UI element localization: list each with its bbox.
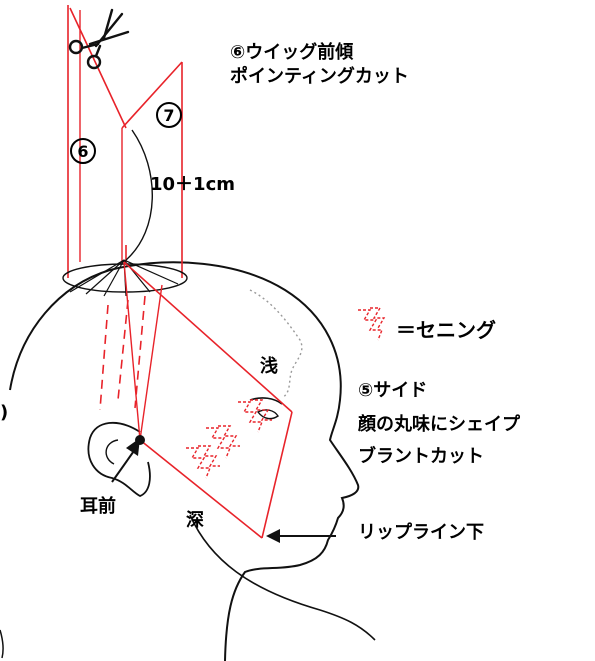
ear-arrow-shaft (111, 447, 137, 483)
length-label: 10＋1cm (150, 174, 235, 195)
ear-shape (87, 421, 151, 497)
legend-text: ＝セニング (396, 318, 496, 342)
side-right-guide (261, 411, 293, 539)
ear-label: 耳前 (80, 496, 116, 517)
dashed-guide-left (99, 304, 109, 411)
panel-number-7: 7 (156, 102, 182, 128)
ear-inner (105, 439, 119, 465)
dashed-guide-mid (117, 299, 129, 401)
left-edge-glyph: ) (0, 402, 9, 423)
legend-thinning-icon (358, 307, 386, 341)
side-bottom-guide (139, 439, 263, 539)
depth-deep-label: 深 (186, 510, 204, 531)
panel6-top-cut (69, 7, 127, 129)
crown-fan-lines (69, 259, 179, 297)
thinning-marks (186, 399, 272, 479)
panel7-top-cut (121, 61, 183, 129)
title-line-1: ⑥ウイッグ前傾 (230, 42, 354, 63)
scissors-icon (68, 8, 130, 70)
title-line-2: ポインティングカット (230, 66, 409, 87)
length-arc (125, 129, 153, 261)
ear-arrow-head (126, 438, 140, 456)
head-outline (9, 261, 360, 661)
dashed-guide-right (134, 295, 146, 409)
lip-arrow-head (266, 529, 280, 543)
lip-line-label: リップライン下 (358, 522, 484, 543)
side-line-2: 顔の丸味にシェイプ (358, 414, 520, 435)
hairline-guide (249, 289, 303, 399)
side-line-3: ブラントカット (358, 446, 484, 467)
eyebrow (249, 397, 283, 405)
side-top-guide (123, 261, 293, 413)
panel-number-6: 6 (70, 138, 96, 164)
side-line-1: ⑤サイド (358, 380, 428, 401)
neck-back-line (189, 514, 376, 641)
depth-shallow-label: 浅 (260, 356, 278, 377)
side-inner-guide (139, 284, 163, 441)
side-left-guide (123, 261, 141, 441)
left-edge-stroke (0, 629, 4, 659)
crown-section (62, 263, 188, 293)
